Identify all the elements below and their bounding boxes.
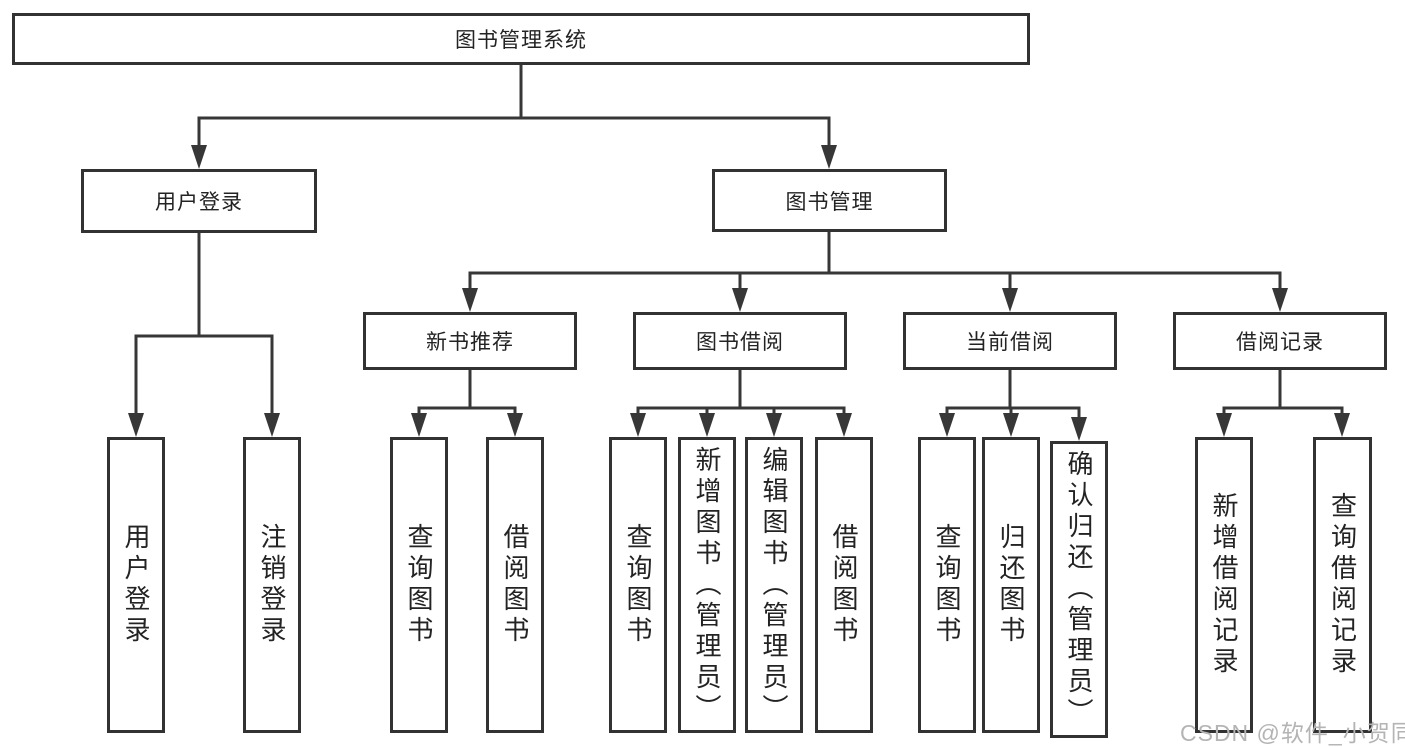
node-current-borrow-label: 当前借阅 [966,331,1054,354]
node-new-book-recommend: 新书推荐 [363,312,577,370]
node-user-login-label: 用户登录 [155,191,243,214]
leaf-query-books-newbook: 查询图书 [390,437,448,733]
node-book-borrow: 图书借阅 [633,312,847,370]
leaf-edit-books-admin-label: 编辑图书（管理员） [759,445,789,725]
leaf-user-login-label: 用户登录 [121,523,151,647]
node-new-book-recommend-label: 新书推荐 [426,331,514,354]
leaf-query-books-current-label: 查询图书 [932,523,962,647]
leaf-borrow-books-newbook: 借阅图书 [486,437,544,733]
leaf-return-books: 归还图书 [982,437,1040,733]
leaf-add-borrow-record-label: 新增借阅记录 [1209,492,1239,678]
leaf-add-books-admin: 新增图书（管理员） [678,437,736,733]
leaf-return-books-label: 归还图书 [996,523,1026,647]
leaf-edit-books-admin: 编辑图书（管理员） [745,437,803,733]
node-book-management: 图书管理 [712,169,947,232]
node-user-login: 用户登录 [81,169,317,233]
leaf-logout: 注销登录 [243,437,301,733]
leaf-query-books-borrow: 查询图书 [609,437,667,733]
leaf-confirm-return-admin: 确认归还（管理员） [1050,441,1108,738]
node-book-borrow-label: 图书借阅 [696,331,784,354]
node-current-borrow: 当前借阅 [903,312,1117,370]
leaf-add-books-admin-label: 新增图书（管理员） [692,445,722,725]
leaf-logout-label: 注销登录 [257,523,287,647]
leaf-query-books-borrow-label: 查询图书 [623,523,653,647]
leaf-query-books-current: 查询图书 [918,437,976,733]
leaf-borrow-books-borrow: 借阅图书 [815,437,873,733]
leaf-confirm-return-admin-label: 确认归还（管理员） [1064,450,1094,729]
csdn-watermark: CSDN @软件_小贺同学 [1180,720,1405,746]
node-borrow-records-label: 借阅记录 [1236,331,1324,354]
leaf-user-login: 用户登录 [107,437,165,733]
leaf-query-borrow-record-label: 查询借阅记录 [1327,492,1358,678]
node-borrow-records: 借阅记录 [1173,312,1387,370]
leaf-borrow-books-borrow-label: 借阅图书 [829,523,859,647]
leaf-add-borrow-record: 新增借阅记录 [1195,437,1253,733]
leaf-borrow-books-newbook-label: 借阅图书 [500,523,530,647]
leaf-query-borrow-record: 查询借阅记录 [1313,437,1372,733]
node-book-management-label: 图书管理 [785,190,874,214]
node-root: 图书管理系统 [12,13,1030,65]
leaf-query-books-newbook-label: 查询图书 [404,523,434,647]
node-root-label: 图书管理系统 [455,29,587,52]
